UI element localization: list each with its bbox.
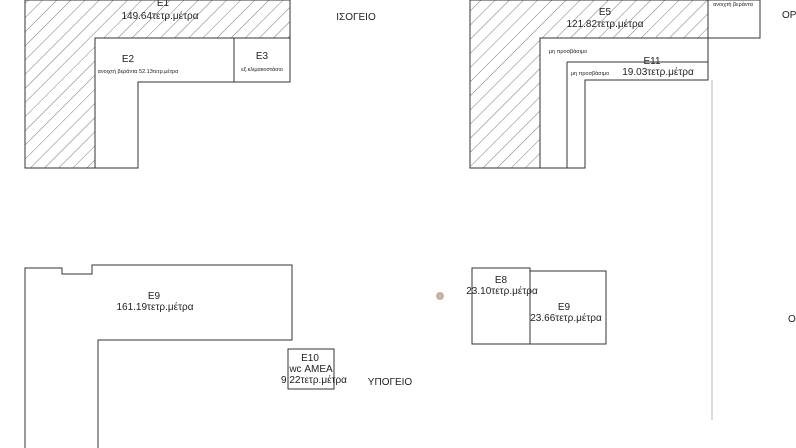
room-e9 [24,264,293,448]
e9b-code: E9 [558,302,571,313]
e2-note: ανοιχτή βεράντα 52.13τετρ.μέτρα [98,68,179,75]
e5-area: 121.82τετρ.μέτρα [566,18,643,30]
room-e5-side [707,0,761,39]
basement-label: ΥΠΟΓΕΙΟ [368,377,413,388]
e9-code: E9 [148,291,161,302]
room-e1-hatched [24,0,291,169]
room-e8 [471,267,531,345]
room-e9b [529,270,607,345]
room-e2 [94,37,235,169]
ground-floor-label: ΙΣΟΓΕΙΟ [336,12,376,23]
room-e10 [287,348,335,390]
room-e11 [539,37,709,169]
e1-area: 149.64τετρ.μέτρα [121,10,198,22]
e3-note: εξ.κλιμακοστάσιο [241,66,283,73]
e10-area: 9.22τετρ.μέτρα [281,374,347,386]
e10-code: E10 [301,353,319,364]
edge-mark-top-right: ΟΡ [782,10,796,21]
e5-code: E5 [599,7,612,18]
e11-code: E11 [643,56,660,67]
marker-dot [436,292,444,300]
e3-code: E3 [256,51,269,62]
e8-code: E8 [495,275,508,286]
room-e11-inner [566,61,708,168]
room-e3 [233,37,291,83]
e9-area: 161.19τετρ.μέτρα [116,301,193,313]
e2-code: E2 [122,54,135,65]
e11-upper-note: μη προσβάσιμο [549,48,587,55]
e11-note: μη προσβάσιμο [571,70,609,77]
e9b-area: 23.66τετρ.μέτρα [530,312,602,324]
e10-name: wc ΑΜΕΑ [288,364,333,375]
e11-area: 19.03τετρ.μέτρα [622,66,694,78]
e5-side-note: ανοιχτή βεράντα [713,1,754,8]
e8-area: 23.10τετρ.μέτρα [466,285,538,297]
e1-code: E1 [157,0,170,9]
edge-mark-right: Ο [788,314,796,325]
